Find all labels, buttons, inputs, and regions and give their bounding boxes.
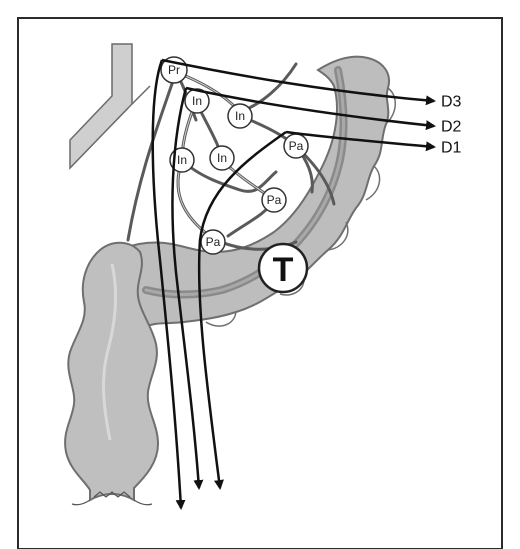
label-d3: D3: [441, 94, 462, 111]
node-in-2: In: [228, 104, 252, 128]
label-d1: D1: [441, 140, 462, 157]
node-in-4: In: [210, 146, 234, 170]
dissection-labels: D3 D2 D1: [441, 94, 462, 157]
node-label: Pa: [289, 139, 304, 153]
tumor-label: T: [273, 251, 294, 289]
node-label: In: [177, 153, 187, 167]
node-label: In: [192, 94, 202, 108]
node-pa-3: Pa: [201, 230, 225, 254]
node-label: In: [235, 109, 245, 123]
node-pa-1: Pa: [284, 134, 308, 158]
node-label: Pa: [206, 235, 221, 249]
node-pa-2: Pa: [262, 188, 286, 212]
node-label: Pa: [267, 193, 282, 207]
node-label: Pr: [168, 63, 180, 77]
tumor-marker: T: [259, 244, 307, 292]
node-label: In: [217, 151, 227, 165]
label-d2: D2: [441, 119, 462, 136]
